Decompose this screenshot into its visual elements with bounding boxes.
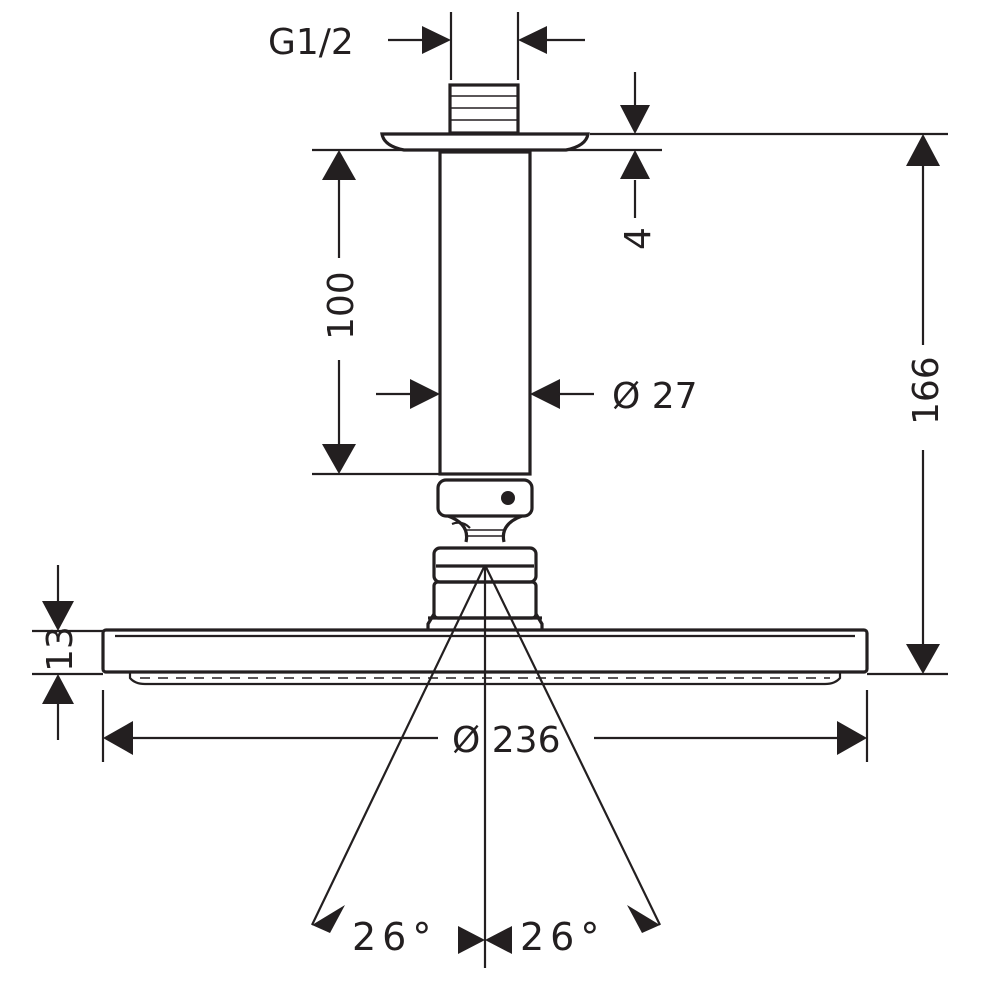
label-tilt-left: 26°	[352, 915, 437, 959]
label-arm-length: 100	[321, 271, 362, 340]
dim-arm-diameter: Ø 27	[376, 376, 698, 417]
thread-connector	[448, 83, 520, 135]
ceiling-flange	[380, 132, 590, 152]
dim-arm-length: 100	[312, 148, 440, 476]
label-head-thickness: 13	[40, 626, 81, 672]
dim-thread: G1/2	[268, 12, 585, 80]
dim-flange-gap: 4	[540, 72, 948, 250]
shower-arm	[438, 150, 532, 476]
label-tilt-right: 26°	[520, 915, 605, 959]
dim-head-diameter: Ø 236	[101, 690, 869, 762]
dim-head-thickness: 13	[32, 565, 103, 740]
label-arm-diameter: Ø 27	[612, 376, 698, 417]
dim-total-height: 166	[867, 134, 948, 676]
spray-angle-lines	[311, 564, 661, 968]
label-head-diameter: Ø 236	[452, 720, 561, 761]
dim-spray-angle: 26° 26°	[312, 905, 660, 959]
label-total-height: 166	[906, 356, 947, 425]
label-thread: G1/2	[268, 22, 354, 63]
label-flange-gap: 4	[618, 227, 659, 250]
